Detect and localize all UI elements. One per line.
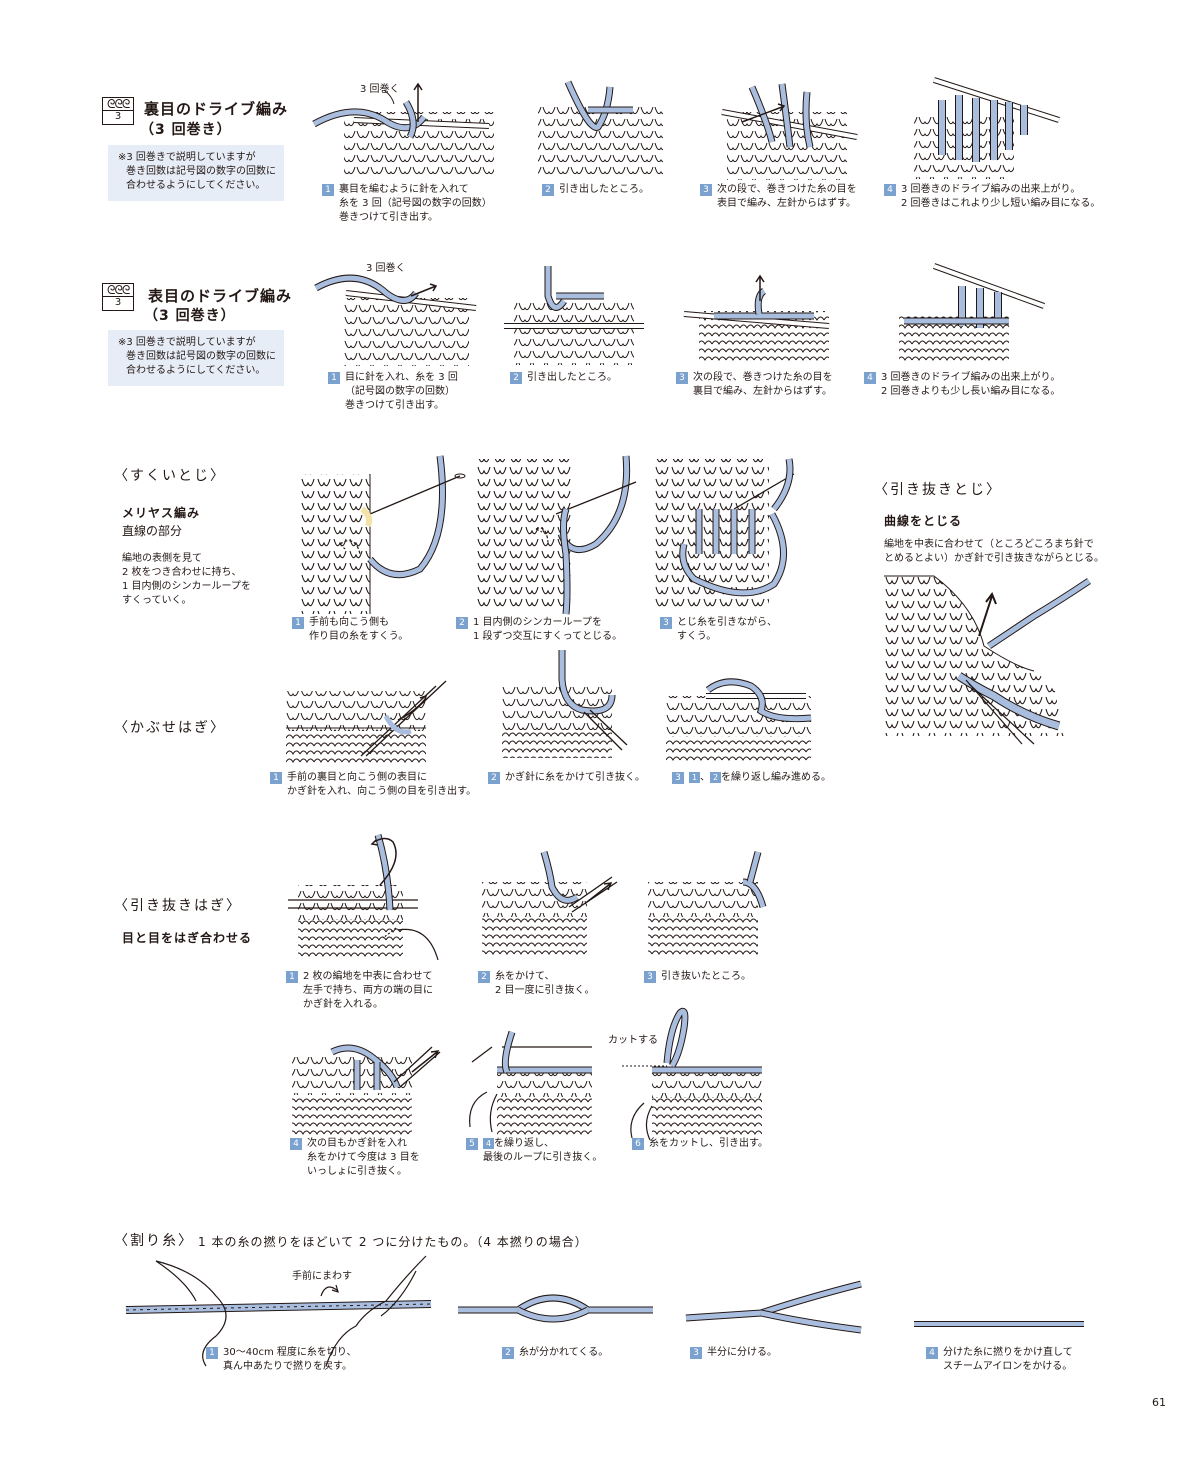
drive-purl-subtitle: （3 回巻き） <box>140 122 232 138</box>
page-number: 61 <box>1152 1396 1166 1409</box>
wari-step2-illustration <box>458 1294 653 1323</box>
hikinuki-hagi-step5-illustration <box>469 1030 592 1137</box>
sukui-sub2: 直線の部分 <box>122 524 183 538</box>
drive-knit-step1-illustration <box>314 274 477 366</box>
loop-symbol-icon: ᘓᘓᘓ <box>107 97 130 111</box>
hikinuki-hagi-title: 〈引き抜きはぎ〉 <box>114 898 242 914</box>
sukui-toji-title: 〈すくいとじ〉 <box>114 468 226 484</box>
wind-label-2: 3 回巻く <box>366 263 406 274</box>
sukui-step1-illustration <box>300 455 466 614</box>
wari-ito-desc: 1 本の糸の撚りをほどいて 2 つに分けたもの。（4 本撚りの場合） <box>198 1235 588 1249</box>
wind-label: 3 回巻く <box>360 84 400 95</box>
hikinuki-hagi-sub: 目と目をはぎ合わせる <box>122 931 253 945</box>
wari-step3-illustration <box>685 1280 862 1334</box>
hikinuki-toji-title: 〈引き抜きとじ〉 <box>874 482 1002 498</box>
drive-knit-title: 表目のドライブ編み <box>148 287 293 305</box>
twist-label: 手前にまわす <box>292 1271 352 1282</box>
drive-purl-step2-illustration <box>538 80 663 177</box>
hikinuki-toji-illustration <box>884 575 1091 745</box>
sukui-step3-illustration <box>654 458 795 609</box>
drive-knit-step4-illustration <box>899 263 1046 364</box>
sukui-description: 編地の表側を見て 2 枚をつき合わせに持ち、 1 目内側のシンカーループを すく… <box>122 553 251 606</box>
drive-knit-subtitle: （3 回巻き） <box>144 308 236 324</box>
drive-purl-step1-illustration <box>312 82 494 178</box>
drive-stitch-symbol-2: ᘓᘓᘓ 3 <box>102 283 134 311</box>
wari-ito-title: 〈割り糸〉 <box>114 1233 194 1249</box>
hikinuki-hagi-step4-illustration <box>292 1044 441 1135</box>
drive-knit-note: ※3 回巻きで説明していますが 巻き回数は記号図の数字の回数に 合わせるようにし… <box>108 330 284 386</box>
drive-knit-step2-illustration <box>504 266 644 365</box>
kabuse-step2-illustration <box>502 650 628 758</box>
hikinuki-hagi-step1-illustration <box>288 834 439 961</box>
cut-label: カットする <box>608 1035 658 1046</box>
sukui-step2-illustration <box>476 455 637 615</box>
kabuse-step1-illustration <box>286 680 447 763</box>
drive-purl-step4-illustration <box>914 77 1060 179</box>
loop-symbol-icon: ᘓᘓᘓ <box>107 283 130 297</box>
kabuse-hagi-title: 〈かぶせはぎ〉 <box>114 720 226 736</box>
drive-purl-note: ※3 回巻きで説明していますが 巻き回数は記号図の数字の回数に 合わせるようにし… <box>108 145 284 201</box>
kabuse-step3-illustration <box>666 678 812 764</box>
wari-step1-illustration <box>125 1255 432 1367</box>
drive-purl-step3-illustration <box>721 83 858 180</box>
drive-purl-title: 裏目のドライブ編み <box>144 100 289 118</box>
drive-stitch-symbol: ᘓᘓᘓ 3 <box>102 97 134 125</box>
hikinuki-toji-desc: 編地を中表に合わせて（ところどころまち針で とめるとよい）かぎ針で引き抜きながら… <box>884 539 1104 564</box>
wari-step4-illustration <box>914 1321 1084 1327</box>
drive-knit-step3-illustration <box>683 274 830 363</box>
sukui-sub1: メリヤス編み <box>122 506 201 520</box>
hikinuki-toji-sub: 曲線をとじる <box>884 514 963 528</box>
hikinuki-hagi-step2-illustration <box>482 850 618 957</box>
hikinuki-hagi-step3-illustration <box>648 851 767 957</box>
hikinuki-hagi-step6-illustration <box>622 1007 762 1141</box>
